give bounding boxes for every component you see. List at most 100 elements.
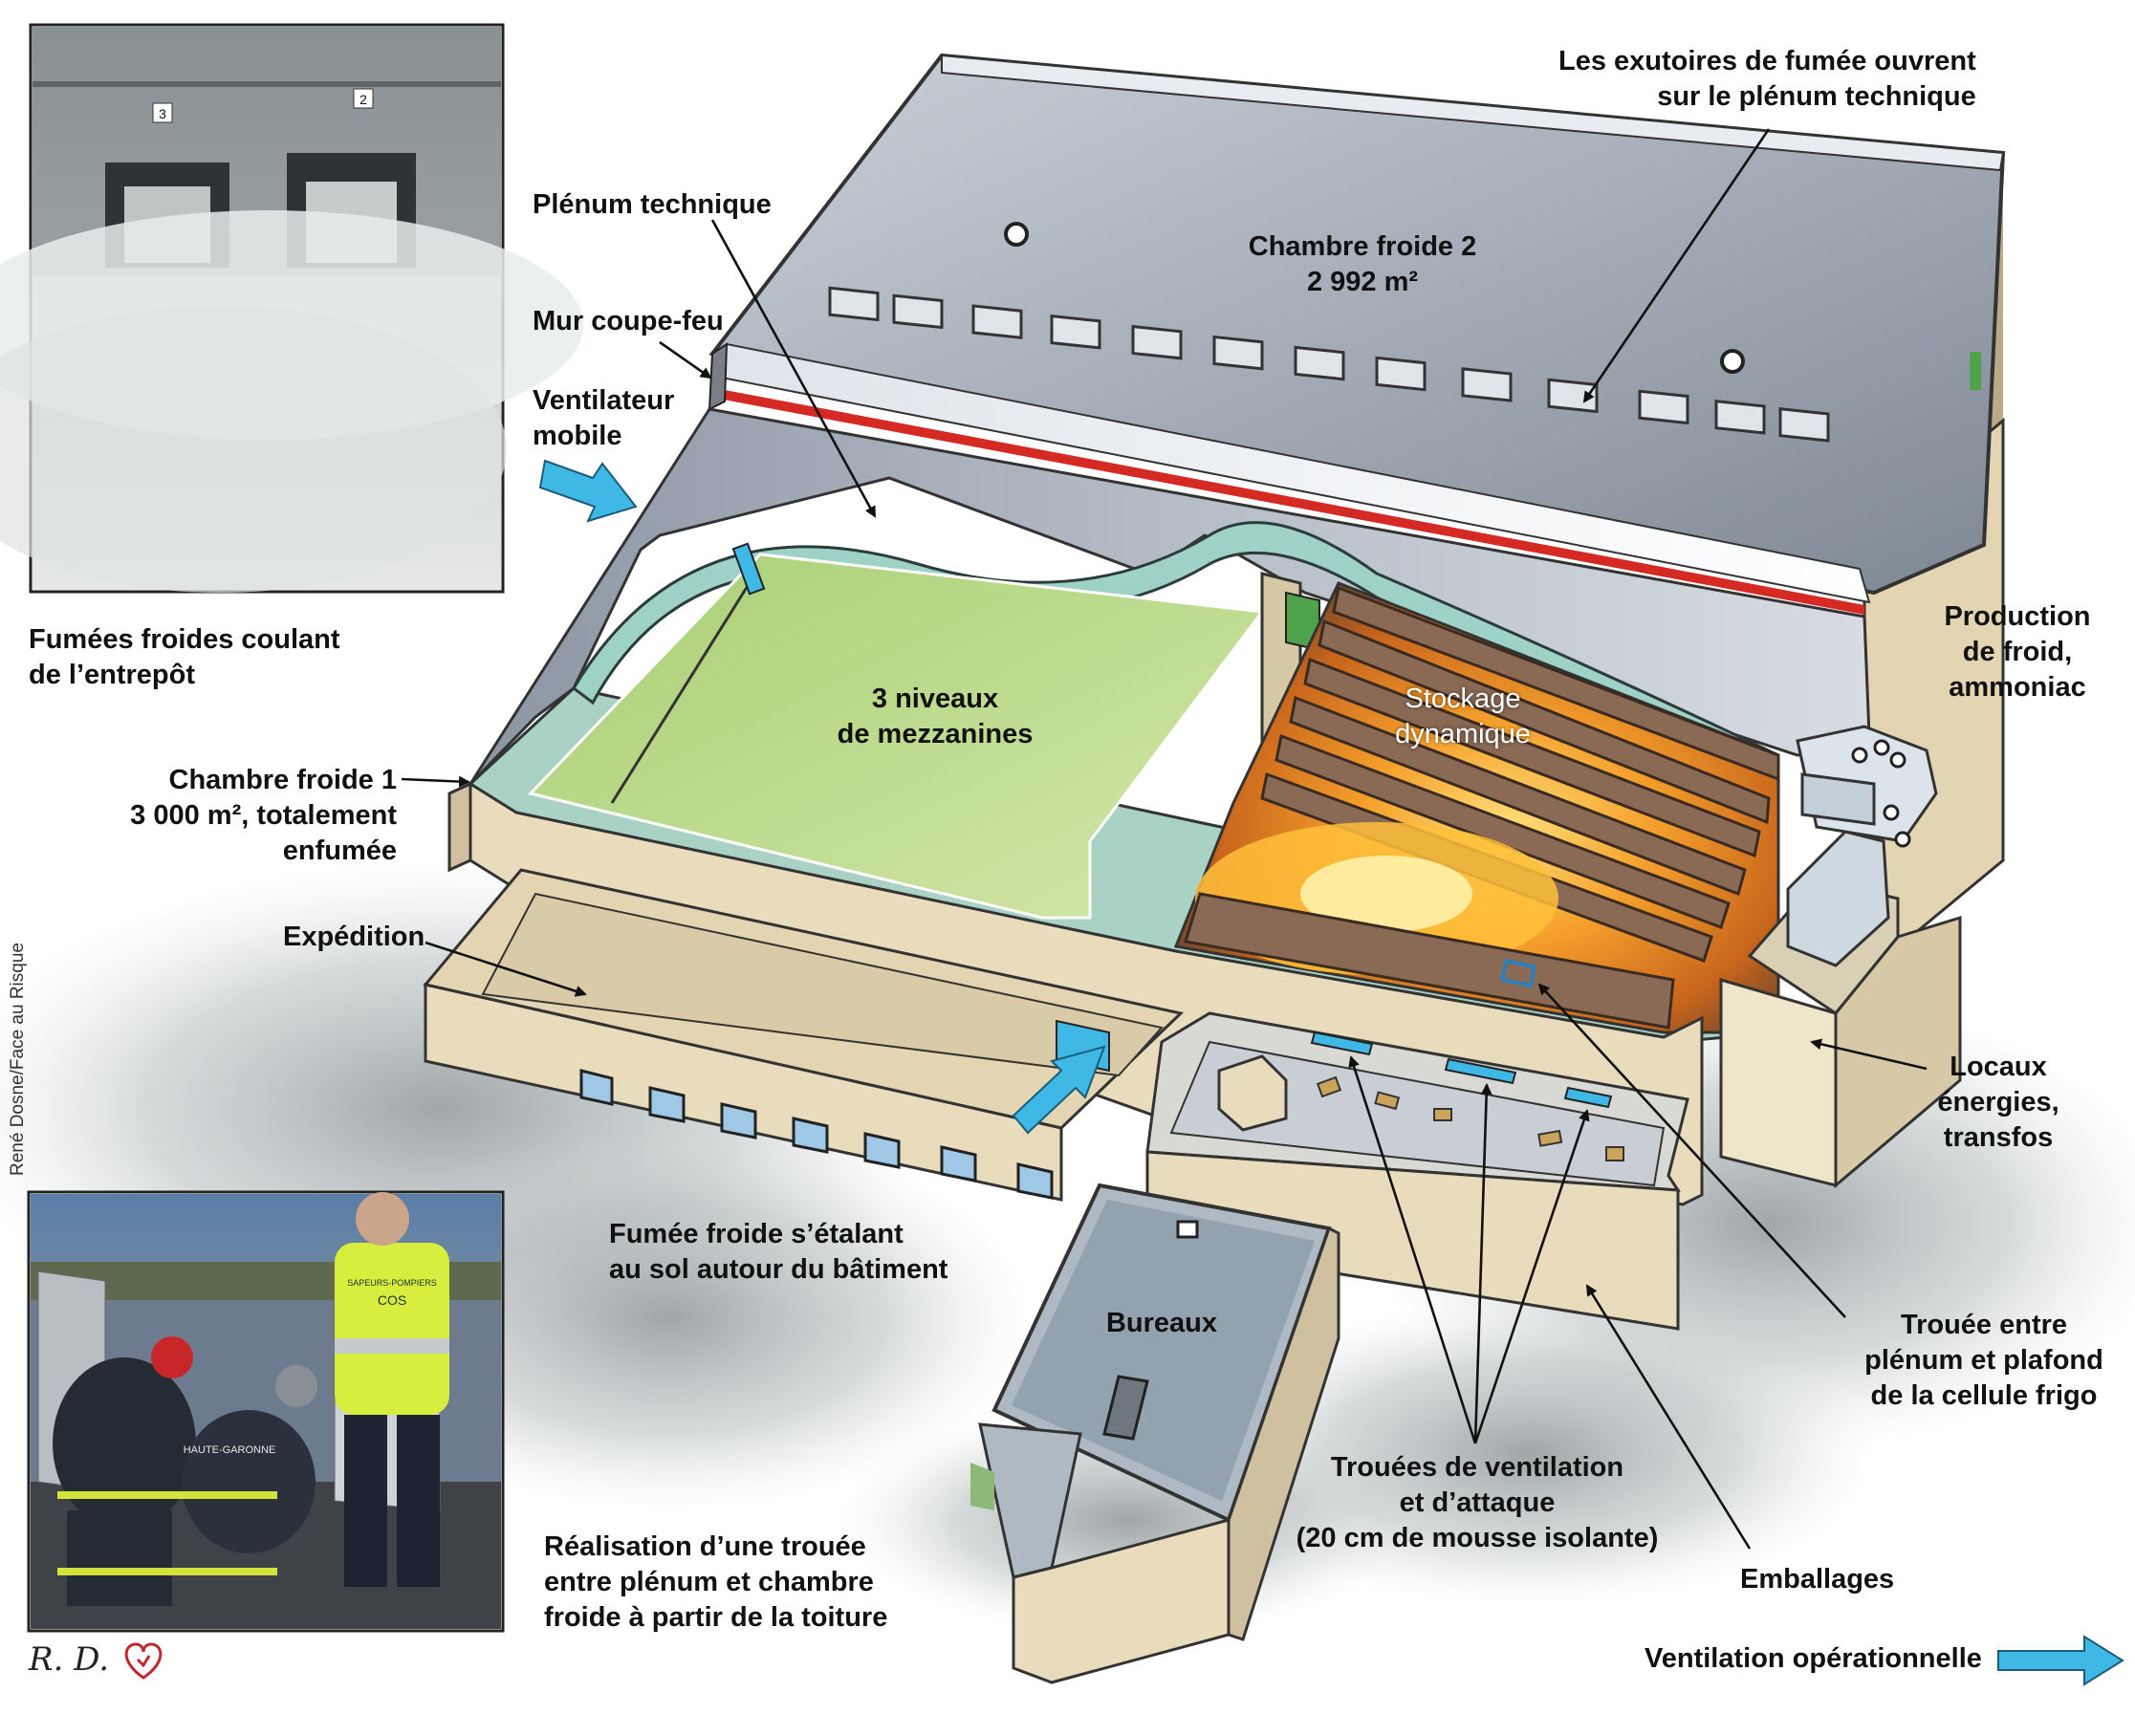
label-line: entre plénum et chambre	[544, 1567, 874, 1597]
label-line: Ventilateur	[533, 385, 675, 416]
label-mezzanines: 3 niveaux de mezzanines	[820, 682, 1050, 752]
label-line: sur le plénum technique	[1657, 81, 1976, 112]
label-chambre-froide-2: Chambre froide 2 2 992 m²	[1238, 229, 1487, 300]
label-line: Ventilation opérationnelle	[1645, 1643, 1982, 1674]
label-line: Trouée entre	[1900, 1310, 2068, 1340]
heart-logo	[124, 1642, 163, 1680]
label-line: dynamique	[1395, 719, 1531, 749]
label-line: 3 000 m², totalement	[130, 800, 397, 831]
label-trouee-plenum: Trouée entre plénum et plafond de la cel…	[1850, 1308, 2118, 1414]
label-line: transfos	[1943, 1122, 2054, 1153]
label-line: de l’entrepôt	[29, 660, 196, 690]
trouee-plenum-marker	[1499, 958, 1537, 988]
bureaux-roof-inner	[1012, 1200, 1315, 1501]
label-fumees-froides-coulant: Fumées froides coulant de l’entrepôt	[29, 622, 340, 693]
label-line: Locaux	[1950, 1052, 2047, 1082]
label-line: Trouées de ventilation	[1330, 1452, 1624, 1483]
roof-vent-circle	[1004, 222, 1029, 247]
leader-mur-coupe-feu	[659, 340, 712, 380]
roof-vent-circle	[1720, 349, 1745, 374]
ventilation-arrow-expedition	[1012, 1045, 1106, 1135]
label-line: Chambre froide 2	[1248, 231, 1477, 262]
pallet-crate	[1217, 1054, 1288, 1132]
ventilation-arrow-mobile	[538, 459, 638, 523]
warehouse-illustration	[423, 53, 2006, 1684]
debris	[1316, 1075, 1624, 1161]
label-line: Chambre froide 1	[168, 765, 398, 795]
expedition-inner	[481, 892, 1164, 1077]
label-line: mobile	[533, 421, 622, 451]
insulation-holes	[1310, 1031, 1613, 1109]
label-expedition: Expédition	[283, 920, 425, 955]
label-line: Réalisation d’une trouée	[544, 1531, 866, 1562]
expedition-windows	[579, 1069, 1054, 1200]
vest-text: COS	[378, 1292, 406, 1308]
leader-trouees-2	[1473, 1083, 1492, 1444]
blue-arrows	[538, 459, 2124, 1686]
photo-credit: René Dosne/Face au Risque	[8, 943, 28, 1176]
label-line: plénum et plafond	[1864, 1345, 2103, 1376]
bureaux-side	[1227, 1226, 1340, 1641]
smoke-vents	[828, 286, 1830, 443]
bureaux-green-base	[970, 1463, 994, 1510]
door-number: 2	[359, 92, 367, 107]
artist-signature: R. D.	[29, 1640, 110, 1679]
label-ventilateur-mobile: Ventilateur mobile	[533, 383, 674, 454]
label-line: et d’attaque	[1399, 1487, 1556, 1518]
label-locaux-energies: Locaux énergies, transfos	[1922, 1050, 2075, 1156]
label-line: enfumée	[282, 835, 397, 866]
locaux-energies-front	[1719, 978, 1838, 1187]
label-line: Bureaux	[1105, 1308, 1218, 1338]
fire-core	[1300, 856, 1472, 932]
emballages-floor	[1169, 1040, 1666, 1187]
vest-text: SAPEURS-POMPIERS	[347, 1278, 437, 1288]
label-line: de froid,	[1962, 637, 2073, 667]
leader-trouee-plenum	[1537, 983, 1846, 1318]
label-trouees-ventilation: Trouées de ventilation et d’attaque (20 …	[1286, 1450, 1668, 1556]
label-chambre-froide-1: Chambre froide 1 3 000 m², totalement en…	[96, 763, 397, 869]
label-line: Mur coupe-feu	[533, 306, 724, 336]
label-line: au sol autour du bâtiment	[609, 1254, 948, 1285]
leader-lines	[401, 128, 1928, 1550]
label-line: 3 niveaux	[871, 684, 999, 714]
label-realisation-trouee: Réalisation d’une trouée entre plénum et…	[544, 1530, 887, 1636]
mur-coupe-feu-wall	[708, 342, 729, 411]
label-line: Les exutoires de fumée ouvrent	[1558, 46, 1976, 76]
leader-trouees-1	[1348, 1055, 1477, 1444]
label-line: Stockage	[1405, 684, 1521, 714]
leader-expedition	[425, 941, 587, 997]
photo-bottom-firefighters: SAPEURS-POMPIERS COS HAUTE-GARONNE	[27, 1190, 505, 1633]
expedition-front	[424, 983, 1063, 1202]
label-line: Emballages	[1740, 1564, 1895, 1595]
chambre-froide-1-left-wall	[447, 781, 472, 873]
bureaux-roof-hatch	[1102, 1375, 1149, 1441]
label-stockage-dynamique: Stockage dynamique	[1367, 682, 1558, 752]
ventilation-operationnelle-arrow	[1997, 1635, 2124, 1686]
production-froid-panel	[1800, 772, 1876, 826]
label-ventilation-operationnelle: Ventilation opérationnelle	[1645, 1641, 1982, 1677]
leader-exutoires	[1582, 128, 1771, 403]
label-line: Plénum technique	[533, 189, 772, 220]
label-mur-coupe-feu: Mur coupe-feu	[533, 304, 724, 339]
blue-door	[731, 542, 766, 596]
label-line: Fumées froides coulant	[29, 624, 340, 655]
label-line: Fumée froide s’étalant	[609, 1219, 904, 1249]
label-line: 2 992 m²	[1306, 267, 1419, 297]
photo-top-warehouse-fog: 3 2	[0, 23, 583, 594]
label-emballages: Emballages	[1740, 1562, 1894, 1597]
label-plenum-technique: Plénum technique	[533, 187, 772, 223]
roof-parapet	[941, 54, 2005, 172]
jacket-text: HAUTE-GARONNE	[184, 1444, 276, 1456]
label-line: ammoniac	[1949, 672, 2086, 703]
mezzanine-floor	[528, 553, 1265, 920]
leader-emballages	[1585, 1284, 1752, 1550]
leader-locaux	[1810, 1038, 1928, 1071]
label-line: de la cellule frigo	[1870, 1380, 2098, 1411]
leader-chambre1	[401, 775, 470, 788]
door-number: 3	[159, 106, 166, 121]
firewall-red-line	[724, 390, 1864, 615]
label-production-froid: Production de froid, ammoniac	[1922, 599, 2113, 705]
label-line: (20 cm de mousse isolante)	[1296, 1523, 1659, 1553]
green-exit-sign	[1970, 352, 1981, 390]
